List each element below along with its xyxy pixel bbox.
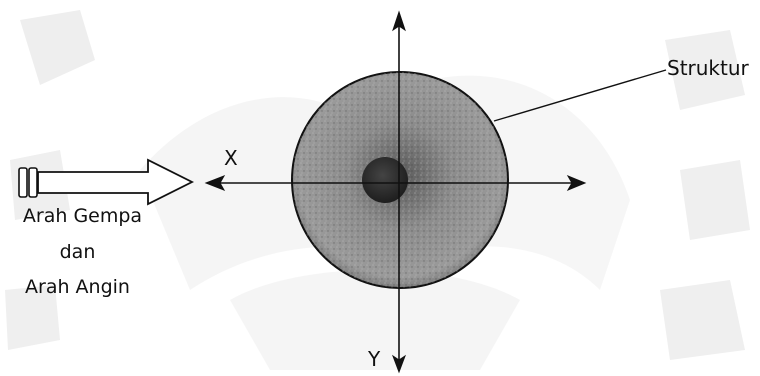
- structure-disk: [292, 72, 508, 288]
- y-axis-label: Y: [368, 349, 380, 369]
- source-label-line-3: Arah Angin: [0, 278, 155, 297]
- source-label-line-2: dan: [0, 243, 155, 262]
- source-label-line-1: Arah Gempa: [0, 207, 165, 226]
- x-axis-label: X: [224, 148, 238, 168]
- structure-label: Struktur: [667, 58, 749, 78]
- structure-core: [362, 157, 408, 203]
